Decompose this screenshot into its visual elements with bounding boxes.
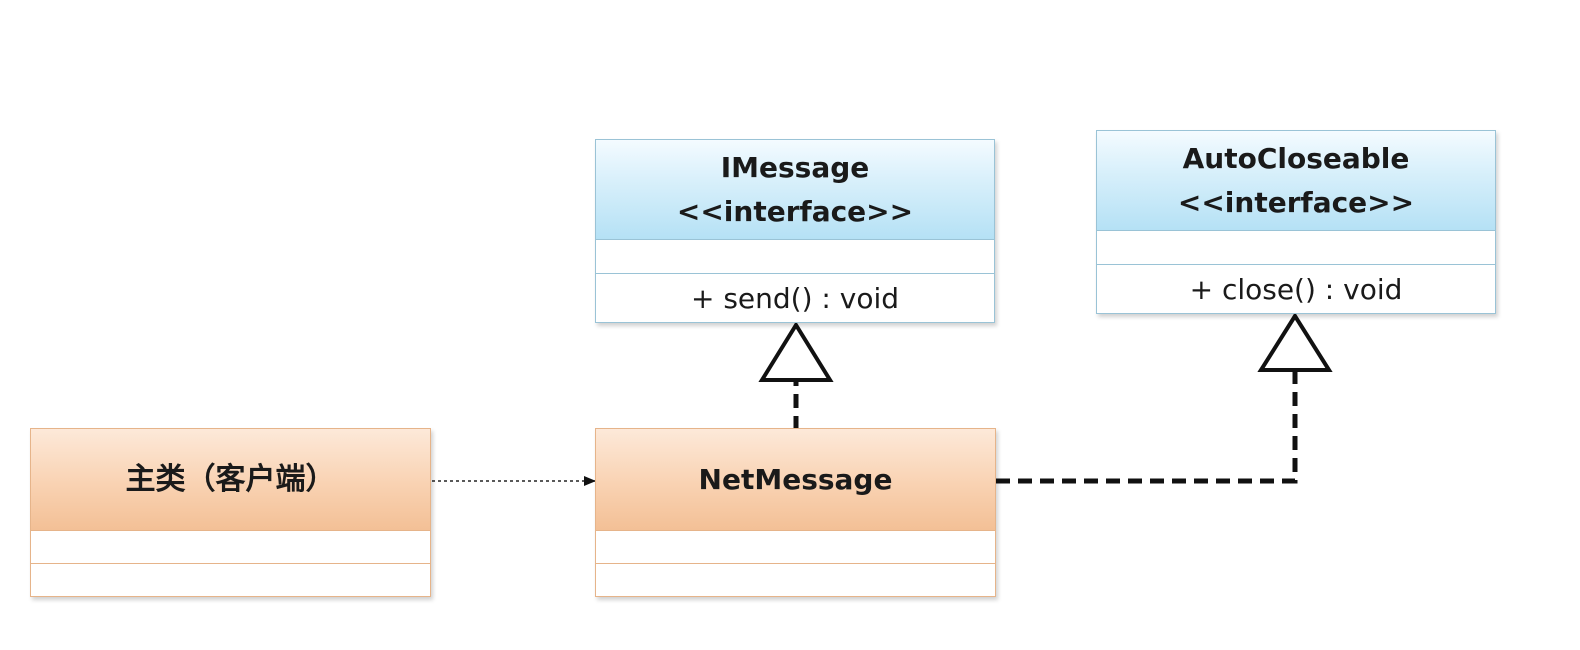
operations-compartment-main-client [31,564,430,596]
operations-compartment-imessage: + send() : void [596,274,994,322]
class-name-netmessage: NetMessage [698,462,893,496]
realization-netmessage-to-autocloseable [996,312,1333,484]
operations-compartment-netmessage [596,564,995,596]
realization-triangle-autocloseable [1257,312,1333,372]
class-box-autocloseable[interactable]: AutoCloseable <<interface>> + close() : … [1096,130,1496,314]
class-box-main-client[interactable]: 主类（客户端） [30,428,431,597]
class-box-imessage[interactable]: IMessage <<interface>> + send() : void [595,139,995,323]
class-name-autocloseable: AutoCloseable [1182,141,1410,175]
class-header-main-client: 主类（客户端） [31,429,430,531]
class-header-netmessage: NetMessage [596,429,995,531]
attributes-compartment-main-client [31,531,430,564]
operation-close: + close() : void [1189,272,1403,306]
attributes-compartment-netmessage [596,531,995,564]
class-name-imessage: IMessage [720,150,870,184]
stereotype-autocloseable: <<interface>> [1177,185,1415,219]
realization-triangle-imessage [758,321,834,382]
attributes-compartment-autocloseable [1097,231,1495,265]
operations-compartment-autocloseable: + close() : void [1097,265,1495,313]
class-box-netmessage[interactable]: NetMessage [595,428,996,597]
class-name-main-client: 主类（客户端） [125,461,336,497]
class-header-imessage: IMessage <<interface>> [596,140,994,240]
stereotype-imessage: <<interface>> [676,194,914,228]
realization-netmessage-to-imessage [758,321,834,430]
operation-send: + send() : void [690,281,900,315]
class-header-autocloseable: AutoCloseable <<interface>> [1097,131,1495,231]
attributes-compartment-imessage [596,240,994,274]
